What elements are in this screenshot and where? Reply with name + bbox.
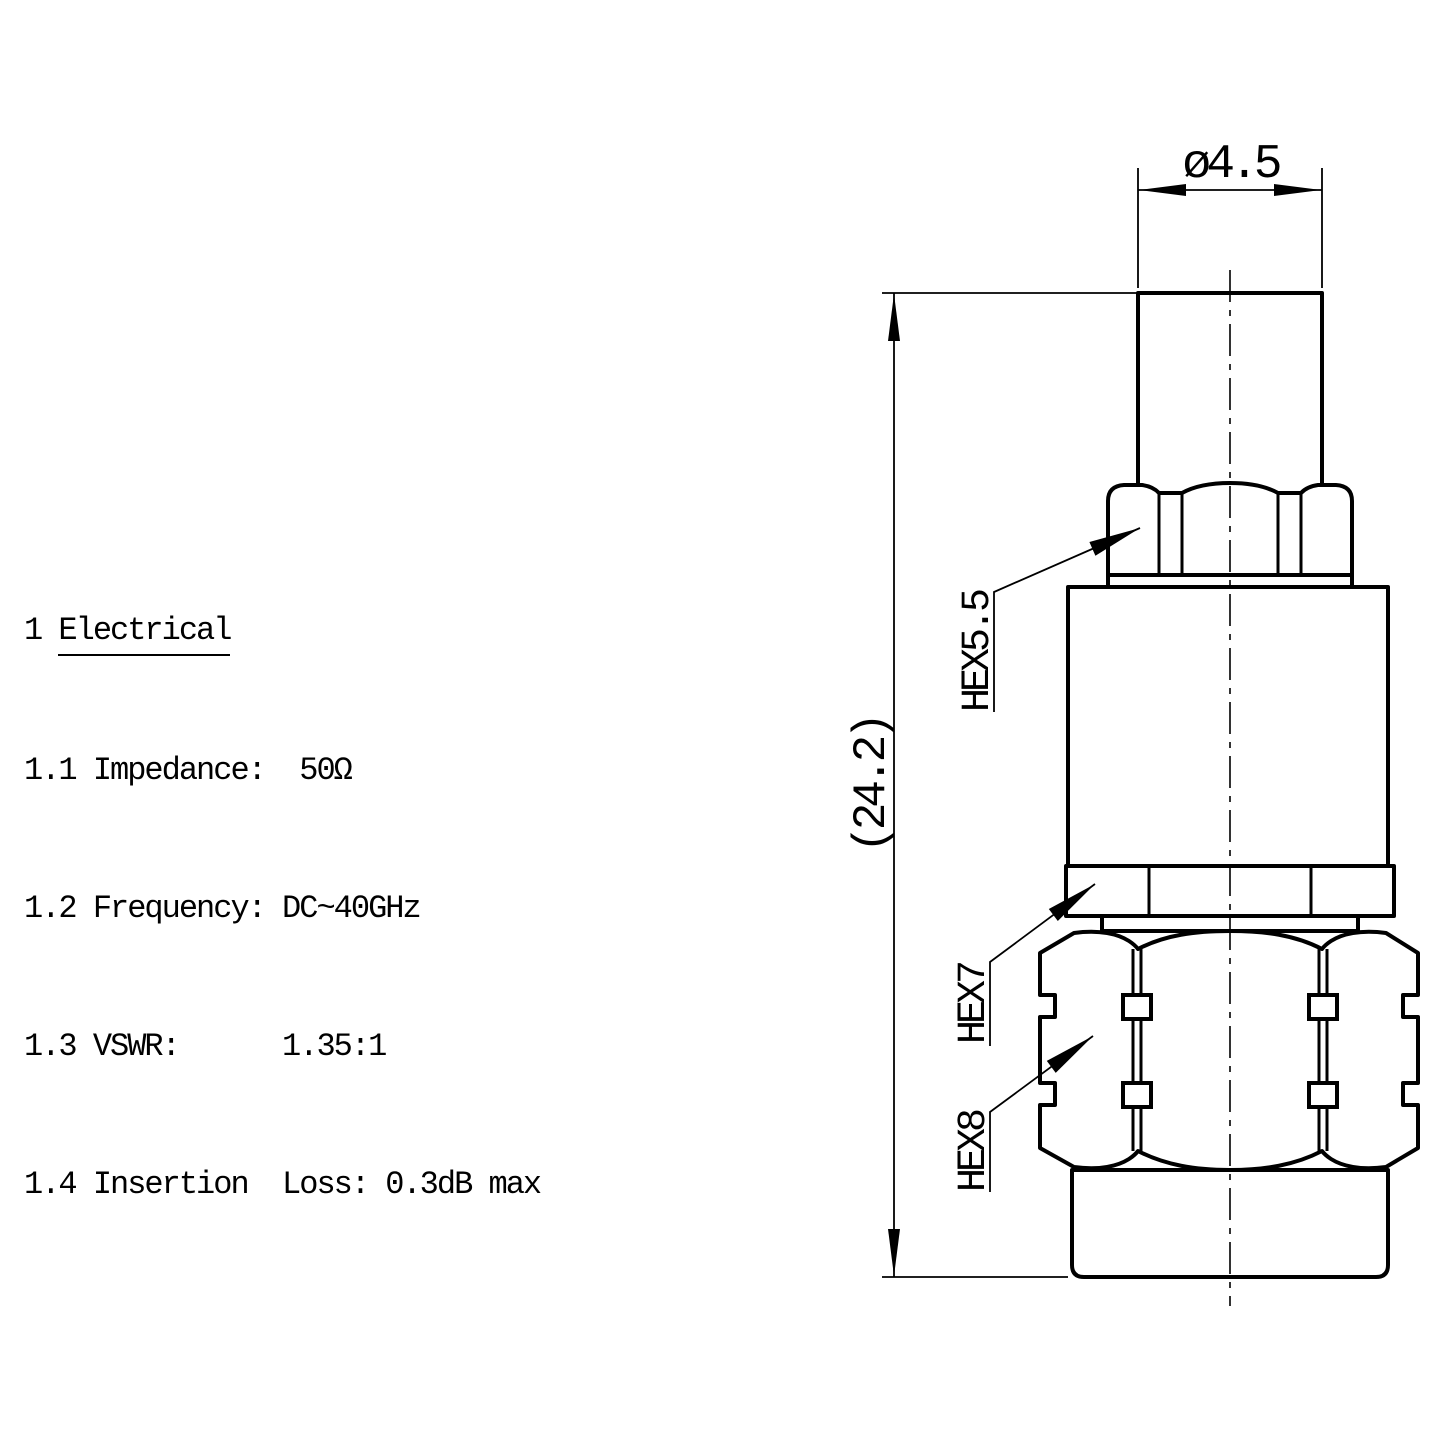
bottom-base-outline: [1070, 1168, 1390, 1279]
extension-lines: [882, 292, 1138, 1278]
spec-item: 1.4 Insertion Loss: 0.3dB max: [24, 1166, 542, 1203]
section-title: Electrical: [58, 608, 232, 656]
hex55-outline: [1106, 481, 1354, 587]
hex8-corner-flat: [1307, 1081, 1339, 1109]
dim-length-text: (24.2): [846, 717, 898, 853]
hex7-face-lines: [1147, 866, 1313, 916]
section-heading: 1 Electrical: [24, 608, 815, 656]
label-hex8: HEX8: [952, 1035, 1094, 1192]
label-hex7: HEX7: [952, 883, 1096, 1046]
spec-item: 1.1 Impedance: 50Ω: [24, 752, 353, 789]
hex8-corner-flat: [1121, 993, 1153, 1021]
hex8-nut: [1038, 929, 1420, 1172]
leader-line: [989, 883, 1096, 1046]
dim-diameter-text: ø4.5: [1182, 138, 1279, 192]
hex8-label-text: HEX8: [952, 1110, 997, 1192]
label-hex55: HEX5.5: [956, 527, 1141, 712]
hex7-label-text: HEX7: [952, 963, 997, 1044]
hex8-corner-flat: [1121, 1081, 1153, 1109]
hex8-face-lines: [1131, 949, 1329, 1151]
hex55-label-text: HEX5.5: [956, 590, 1001, 712]
extension-lines: [1137, 168, 1323, 288]
hex8-corner-flat: [1307, 993, 1339, 1021]
hex55-nut: [1106, 481, 1354, 587]
top-tube-outline: [1136, 291, 1324, 485]
spec-text-block: 1 Electrical 1.1 Impedance: 50Ω 1.2 Freq…: [24, 378, 815, 1445]
hex8-outline: [1038, 929, 1420, 1172]
spec-item: 1.3 VSWR: 1.35:1: [24, 1028, 387, 1065]
leader-arrow: [1046, 1036, 1093, 1073]
leader-arrow: [1089, 528, 1140, 556]
leader-arrow: [1048, 884, 1095, 921]
dim-arrow-left: [1139, 184, 1186, 196]
section-number: 1: [24, 612, 59, 649]
dimension-overall-length: (24.2): [846, 292, 1138, 1278]
dim-arrow-top: [888, 294, 900, 341]
leader-line: [993, 527, 1141, 712]
spec-item: 1.2 Frequency: DC~40GHz: [24, 890, 422, 927]
spec-section-electrical: 1 Electrical 1.1 Impedance: 50Ω 1.2 Freq…: [24, 516, 815, 1300]
dimension-diameter: ø4.5: [1137, 138, 1323, 288]
dim-arrow-bottom: [888, 1229, 900, 1276]
hex55-face-lines: [1157, 493, 1303, 575]
dim-arrow-right: [1274, 184, 1321, 196]
body-cylinder: [1066, 585, 1390, 868]
